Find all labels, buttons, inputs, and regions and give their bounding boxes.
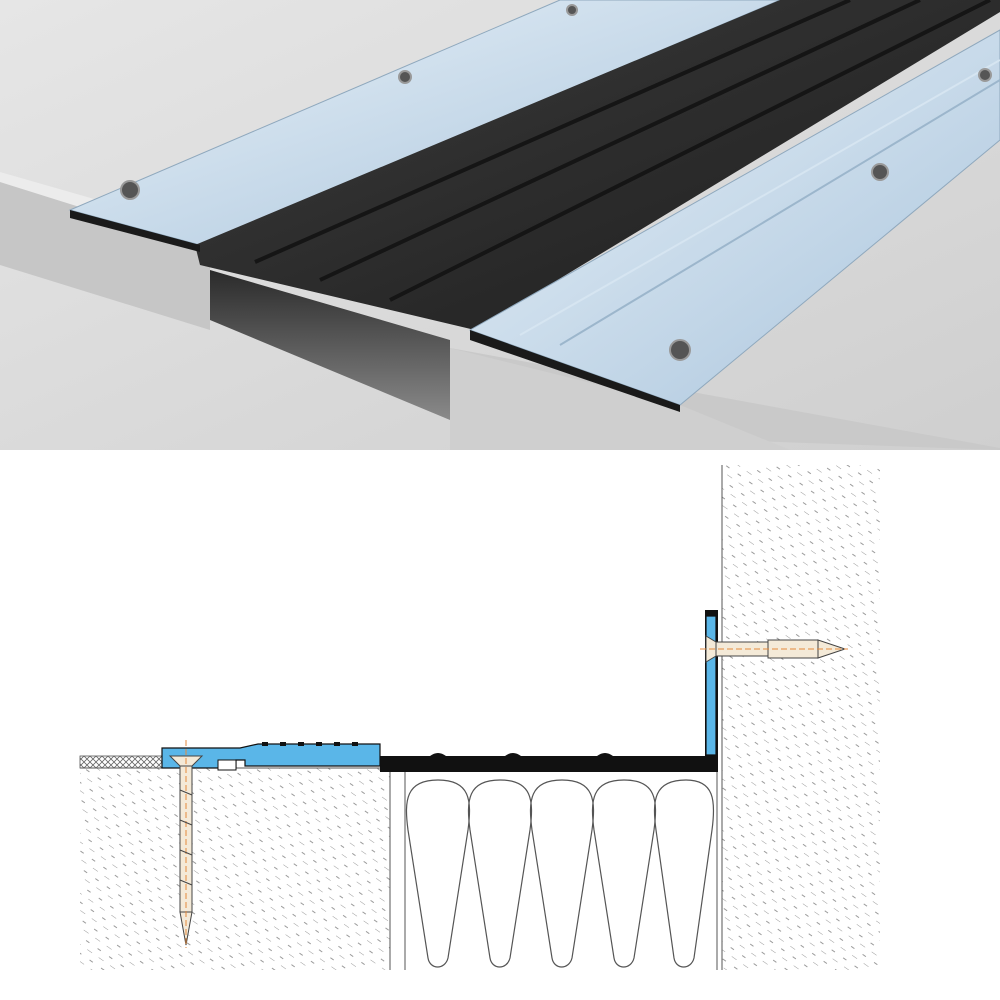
screw-icon: [566, 4, 578, 16]
joint-filler: [405, 779, 715, 968]
left-flange-underside: [70, 210, 200, 252]
rubber-groove: [254, 0, 851, 264]
aluminium-profile-left: [161, 743, 381, 769]
screw-icon: [168, 740, 204, 948]
left-slab-side: [0, 180, 210, 330]
left-aluminium-flange: [68, 0, 781, 246]
screw-icon: [871, 163, 889, 181]
right-flange-underside: [470, 330, 680, 412]
screw-icon: [978, 68, 992, 82]
screw-icon: [120, 180, 140, 200]
joint-gap: [405, 772, 717, 970]
left-concrete-slab: [80, 768, 390, 970]
right-slab-front: [450, 348, 790, 450]
profile-anchor-slot: [217, 759, 237, 771]
floor-finish-layer: [79, 755, 163, 769]
aluminium-ridges: [262, 742, 358, 746]
screw-icon: [398, 70, 412, 84]
joint-gap: [210, 270, 450, 420]
rubber-groove: [319, 0, 921, 282]
rubber-insert: [195, 0, 1000, 330]
right-concrete-wall: [722, 465, 880, 970]
cross-section-diagram: [79, 465, 880, 970]
screw-icon: [669, 339, 691, 361]
rubber-profile: [380, 610, 718, 772]
product-render: [0, 0, 1000, 450]
rubber-groove: [389, 0, 991, 302]
flange-ridge: [519, 59, 1000, 336]
anchor-bolt-icon: [700, 635, 848, 663]
flange-ridge: [559, 79, 1000, 346]
